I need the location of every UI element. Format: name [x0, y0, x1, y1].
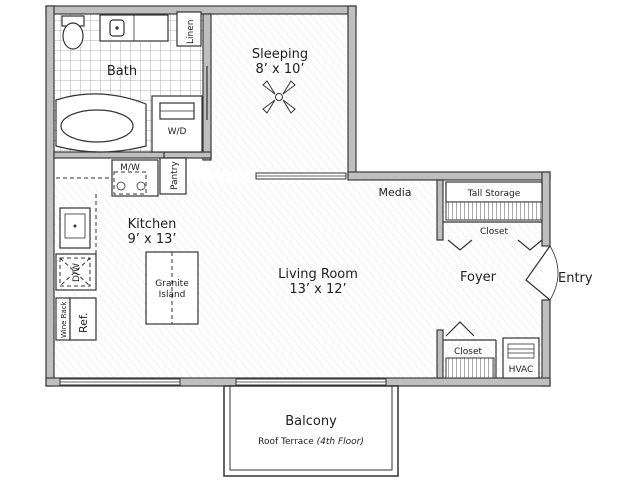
wall-sleeping-right: [347, 5, 357, 177]
windows: [59, 172, 387, 386]
toilet-icon: [62, 22, 84, 50]
sleeping-floor: [211, 14, 346, 172]
entry-label: Entry: [558, 271, 593, 286]
closet-top-label: Closet: [480, 227, 509, 237]
living-size: 13’ x 12’: [289, 282, 346, 297]
dw-label: D/W: [72, 263, 82, 282]
wall-top-right: [347, 171, 551, 181]
range-stove: [111, 159, 159, 197]
wall-closet-bottom: [163, 151, 212, 159]
kitchen-size: 9’ x 13’: [127, 232, 176, 247]
ref-label: Ref.: [77, 313, 90, 334]
balcony-labels: Balcony Roof Terrace (4th Floor): [258, 414, 364, 447]
balcony-label: Balcony: [285, 414, 337, 429]
ceiling-fan-icon: [262, 80, 296, 114]
linen-closet: [176, 11, 202, 47]
wall-bath-bottom: [53, 151, 165, 159]
sleeping-name: Sleeping: [252, 47, 308, 62]
terrace-floor: (4th Floor): [317, 437, 364, 447]
burner-icon: [136, 181, 146, 191]
closet-door-icon: [517, 239, 543, 251]
bath-fixtures: Linen Bath: [55, 11, 208, 153]
wine-rack-label: Wine Rack: [60, 300, 68, 338]
wall-foyer-upper: [436, 179, 444, 241]
wall-left: [45, 5, 55, 387]
closet-bottom-label: Closet: [454, 347, 483, 357]
microwave: [113, 171, 147, 195]
storage-shelving: [445, 201, 543, 221]
linen-label: Linen: [186, 20, 196, 44]
foyer-area: Tall Storage Closet Foyer Entry Closet H…: [443, 181, 593, 379]
wd-label: W/D: [168, 127, 187, 137]
island-label-1: Granite: [155, 279, 189, 289]
balcony: [223, 385, 399, 477]
hvac-label: HVAC: [509, 365, 534, 375]
sleeping-area: Sleeping 8’ x 10’: [252, 47, 308, 114]
wall-right-upper: [541, 171, 551, 247]
media-label: Media: [378, 186, 411, 199]
wall-foyer-lower: [436, 329, 444, 379]
living-room: Media Living Room 13’ x 12’: [278, 186, 411, 297]
kitchen: M/W Pantry D/W Wine Rack Ref. Kitchen 9’…: [55, 157, 199, 341]
wall-right-lower: [541, 299, 551, 387]
foyer-label: Foyer: [460, 270, 497, 285]
burner-icon: [116, 181, 126, 191]
tub-basin: [60, 109, 134, 143]
terrace-text: Roof Terrace: [258, 437, 317, 447]
living-name: Living Room: [278, 267, 358, 282]
entry-door-icon: [525, 245, 551, 301]
refrigerator: [69, 297, 97, 341]
wd-closet: W/D: [151, 95, 203, 153]
island-label-2: Island: [159, 290, 186, 300]
pantry: [159, 157, 187, 195]
closet-door-icon: [445, 321, 475, 337]
pantry-label: Pantry: [170, 161, 180, 190]
tall-storage-label: Tall Storage: [467, 189, 521, 199]
kitchen-name: Kitchen: [128, 217, 177, 232]
closet-door-icon: [447, 239, 473, 251]
closet-shelving: [445, 357, 495, 379]
terrace-label: Roof Terrace (4th Floor): [258, 437, 364, 447]
sleeping-size: 8’ x 10’: [255, 62, 304, 77]
bath-label: Bath: [107, 64, 137, 79]
mw-label: M/W: [120, 163, 140, 173]
